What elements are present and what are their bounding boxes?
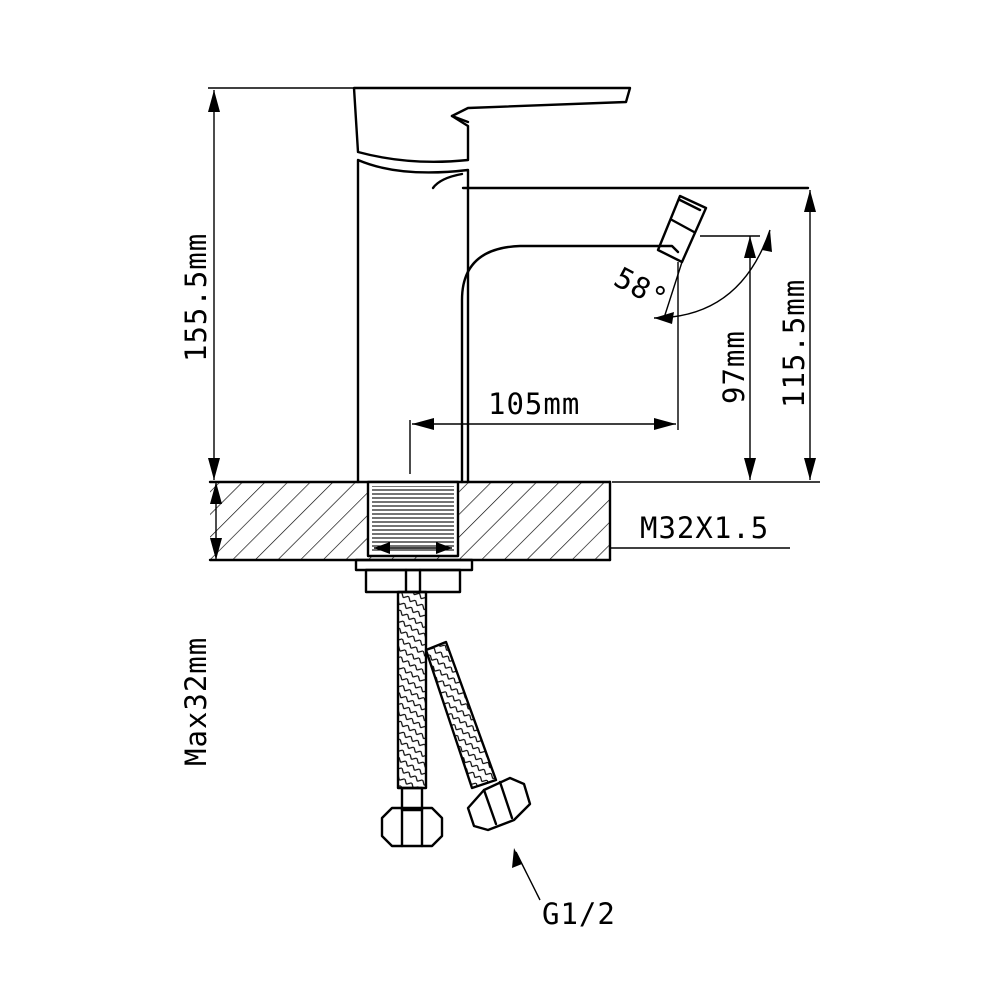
label-hose-connection: G1/2 xyxy=(542,897,616,931)
label-spout-top-height: 115.5mm xyxy=(777,279,811,408)
lever-handle xyxy=(352,86,632,163)
label-max-thickness: Max32mm xyxy=(179,637,213,766)
dimension-outlet-height: 97mm xyxy=(700,235,760,480)
label-mount-thread: M32X1.5 xyxy=(640,511,769,545)
aerator xyxy=(656,194,708,264)
hose-right xyxy=(424,640,498,790)
hose-nut-right xyxy=(466,776,532,832)
label-total-height: 155.5mm xyxy=(179,233,213,362)
base-nut xyxy=(354,558,474,594)
hose-nut-left xyxy=(380,806,444,848)
faucet-body xyxy=(356,158,810,484)
dimension-total-height: 155.5mm xyxy=(179,87,354,480)
callout-mount-thread: M32X1.5 xyxy=(610,511,790,549)
label-spout-angle: 58° xyxy=(609,260,674,316)
label-outlet-height: 97mm xyxy=(717,330,751,404)
threaded-shank xyxy=(366,480,460,558)
label-spout-reach: 105mm xyxy=(488,387,580,421)
dimension-spout-top-height: 115.5mm xyxy=(612,190,820,483)
dimension-spout-reach: 105mm xyxy=(409,262,679,474)
dimension-counter-thickness: Max32mm xyxy=(179,482,222,766)
hose-left xyxy=(396,590,428,812)
callout-hose-connection: G1/2 xyxy=(512,848,616,931)
